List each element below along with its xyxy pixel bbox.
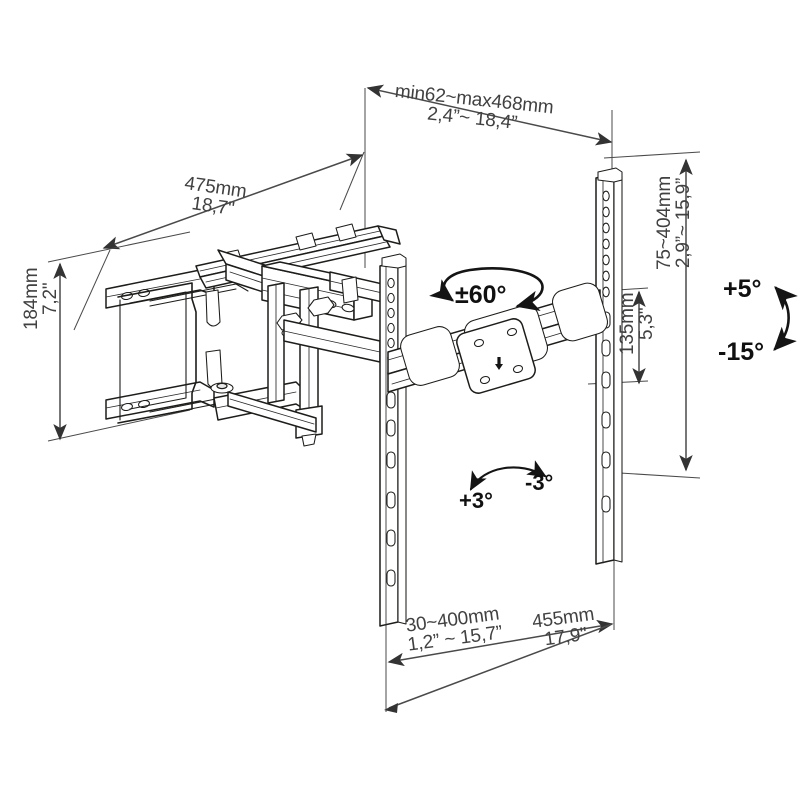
angle-swivel-label: ±60° [455, 281, 507, 309]
dimension-wall-plate-height-mm: 184mm [21, 267, 42, 330]
up-arrow-icon [495, 357, 503, 370]
angle-tilt-down-label: -15° [718, 338, 765, 366]
level-indicator [469, 460, 547, 491]
bracket-cross-beam [387, 282, 608, 394]
tilt-indicator [773, 286, 798, 351]
dimension-bracket-spacing: 135mm 5,3" [617, 292, 658, 355]
angle-level-right-label: -3° [525, 470, 554, 495]
dimension-bracket-spacing-mm: 135mm [617, 292, 638, 355]
vesa-plate [456, 318, 536, 394]
dimension-rail-range-inch: 2,9”~ 15,9” [673, 177, 695, 269]
swivel-indicator [429, 267, 544, 312]
dimension-bracket-width: 455mm 17,9" [531, 604, 598, 652]
dimension-bracket-spacing-inch: 5,3" [636, 307, 658, 340]
pivot-assembly [205, 249, 401, 447]
angle-tilt-up-label: +5° [723, 275, 762, 303]
dimension-rail-range-mm: 75~404mm [654, 176, 675, 270]
angle-level-left-label: +3° [459, 488, 493, 513]
dimension-arm-length: 475mm 18,7" [181, 173, 248, 221]
dimension-wall-plate-height-inch: 7,2" [40, 282, 62, 315]
bracket-rail-right [595, 167, 623, 565]
dimension-wall-plate-height: 184mm 7,2" [21, 267, 62, 330]
dimension-rail-range: 75~404mm 2,9”~ 15,9” [654, 176, 695, 270]
bracket-rail-left [379, 253, 407, 627]
